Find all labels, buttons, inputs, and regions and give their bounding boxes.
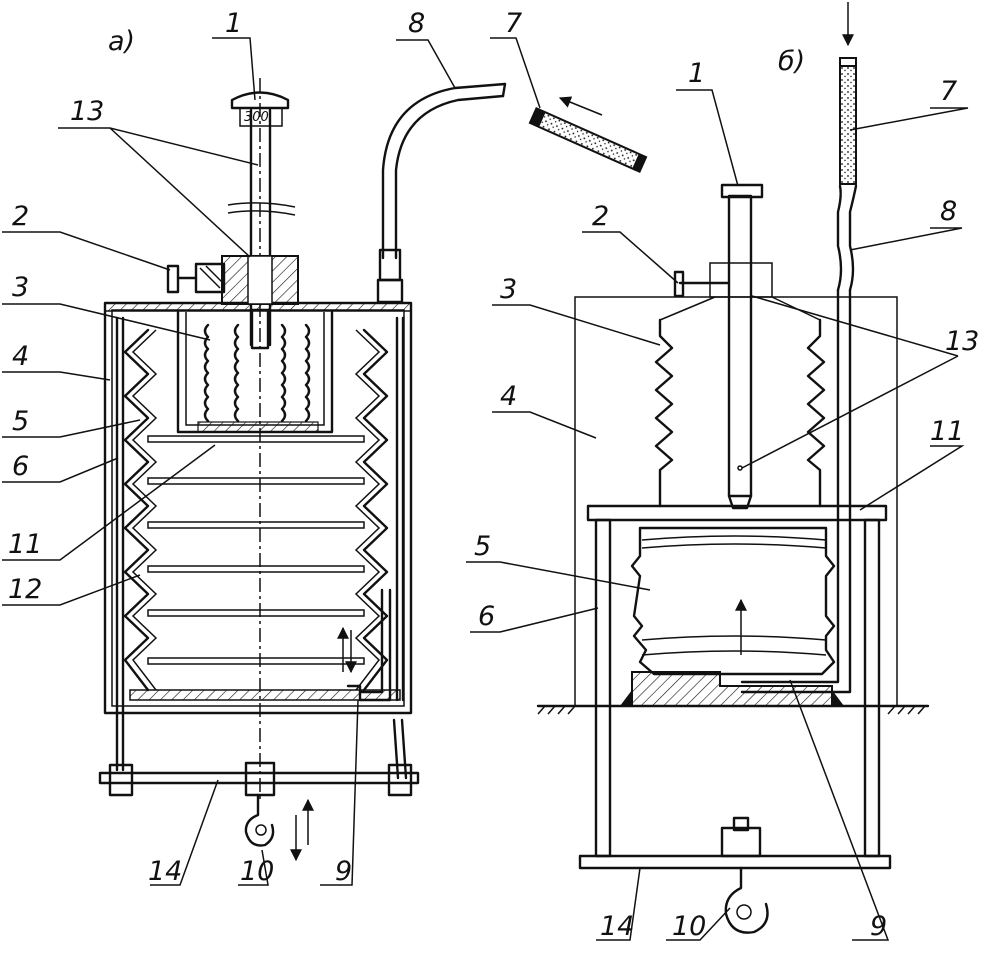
crossbar-a [98, 771, 420, 785]
callout-a-10: 10 [240, 856, 274, 887]
large-bellows-left-a [123, 328, 150, 692]
indicator-tube-b [839, 57, 857, 185]
callout-b-3: 3 [500, 274, 517, 305]
variant-b-label: б) [778, 46, 805, 77]
callout-b-5: 5 [474, 531, 491, 562]
rings-a [147, 435, 365, 665]
callout-b-1: 1 [688, 58, 705, 89]
callout-b-11: 11 [930, 416, 964, 447]
callout-a-7: 7 [505, 8, 522, 39]
callout-b-8: 8 [940, 196, 957, 227]
callout-a-8: 8 [408, 8, 425, 39]
leaders-a [2, 37, 541, 886]
callout-a-9: 9 [335, 856, 352, 887]
leaders-b [466, 89, 969, 941]
pipe-b [740, 288, 840, 684]
base-block-b [631, 671, 833, 707]
variant-b: б) [466, 2, 979, 942]
hook-a [244, 793, 275, 847]
callout-a-4: 4 [12, 341, 29, 372]
base-bar-b [578, 854, 892, 870]
platform-b [586, 504, 888, 522]
callout-b-4: 4 [500, 381, 517, 412]
central-rod-b [727, 194, 753, 498]
callout-b-7: 7 [940, 76, 957, 107]
callout-a-3: 3 [12, 272, 29, 303]
callout-b-10: 10 [672, 911, 706, 942]
large-bellows-right-a [362, 328, 389, 692]
callout-a-6: 6 [12, 451, 29, 482]
internal-pipe-a [358, 588, 392, 702]
callout-a-12: 12 [8, 574, 42, 605]
gauge-text-a: 300 [244, 110, 269, 125]
callout-b-9: 9 [870, 911, 887, 942]
lower-bellows-b [630, 526, 836, 676]
callout-a-2: 2 [12, 201, 29, 232]
variant-a-label: a) [108, 26, 135, 57]
hook-b [724, 866, 769, 934]
indicator-tube-a [528, 106, 648, 174]
bottom-plate-a [129, 689, 401, 701]
callout-a-1: 1 [225, 8, 242, 39]
callout-a-13: 13 [70, 96, 104, 127]
flow-arrow-a [558, 96, 603, 116]
callout-b-14: 14 [600, 911, 634, 942]
callout-b-13: 13 [945, 326, 979, 357]
post-left-b [594, 518, 612, 858]
upper-bellows-left-b [654, 318, 674, 508]
gauge-cap-a [230, 91, 290, 110]
callout-b-2: 2 [592, 201, 609, 232]
small-bellows-a [203, 323, 311, 423]
container-b [574, 296, 898, 707]
callout-a-14: 14 [148, 856, 182, 887]
hose-a [381, 82, 507, 260]
upper-bellows-right-b [806, 318, 826, 508]
post-right-b [863, 518, 881, 858]
callout-a-11: 11 [8, 529, 42, 560]
callout-a-5: 5 [12, 406, 29, 437]
variant-a: a) [2, 8, 648, 887]
callout-b-6: 6 [478, 601, 495, 632]
